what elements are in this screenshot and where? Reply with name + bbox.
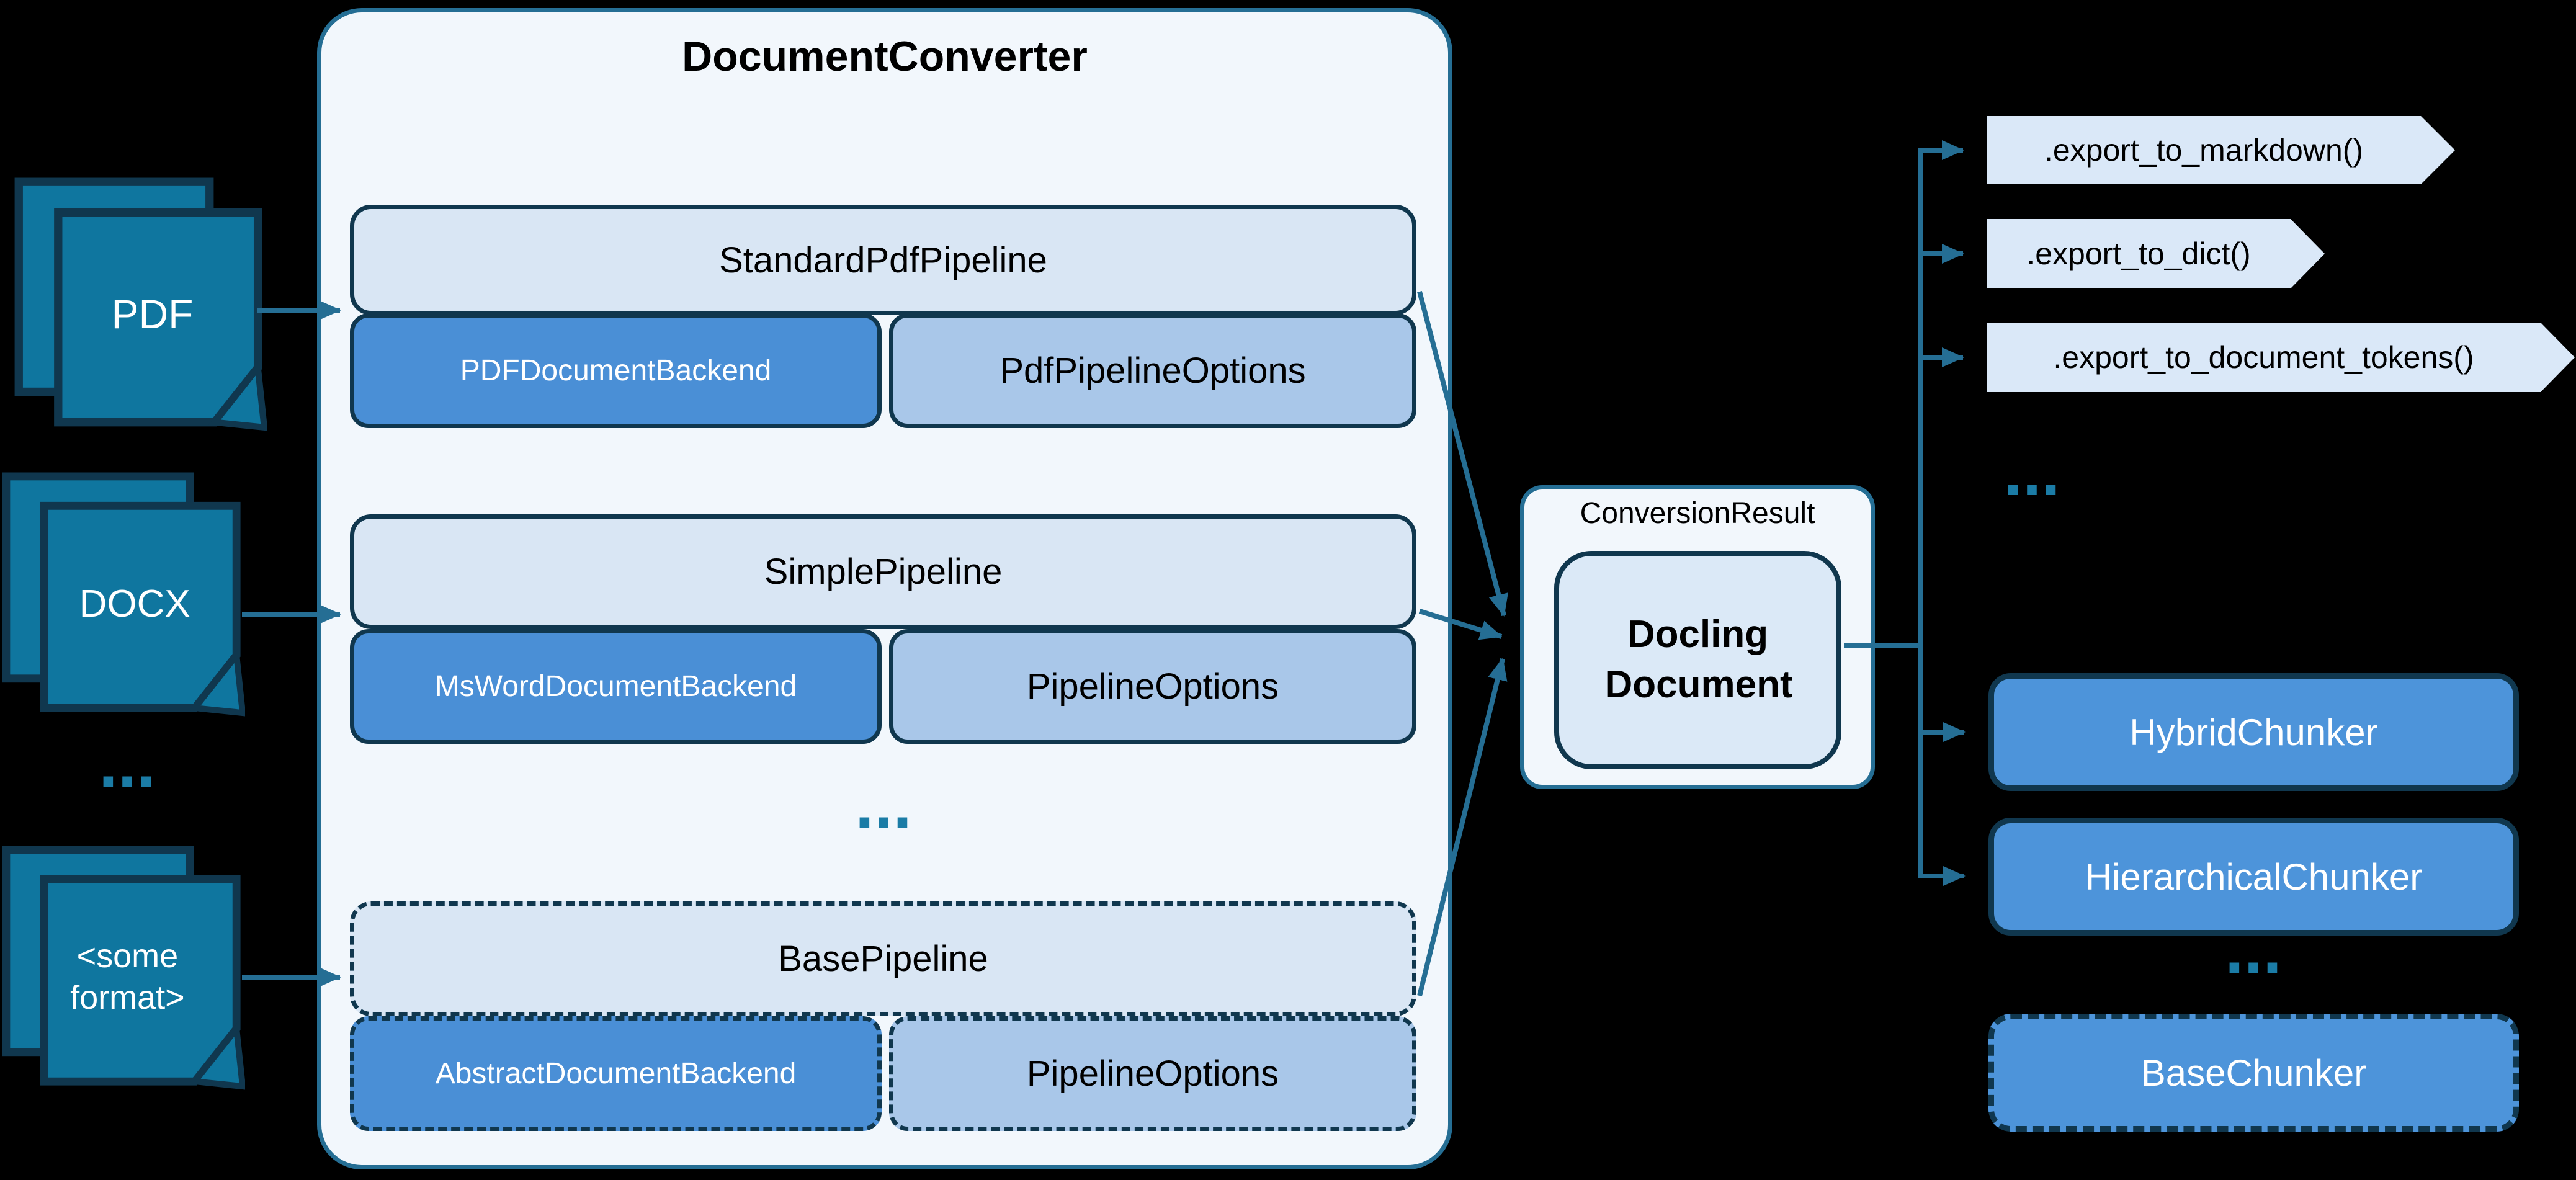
docx-label: DOCX (79, 582, 190, 625)
pdf-documents: PDF (12, 177, 267, 431)
fold-corner-icon (189, 647, 245, 717)
some-format-documents: <some format> (0, 845, 245, 1090)
chunkers-ellipsis: ... (2225, 911, 2282, 988)
some-format-label: <some format> (70, 937, 185, 1017)
document-converter-title: DocumentConverter (682, 33, 1088, 80)
export-to-markdown-shape: .export_to_markdown() (1987, 116, 2455, 184)
pdf-document-backend-box: PDFDocumentBackend (350, 313, 882, 428)
inputs-ellipsis: ... (99, 725, 156, 802)
abstract-document-backend-box: AbstractDocumentBackend (350, 1016, 882, 1131)
fold-corner-icon (208, 359, 267, 431)
some-format-document-icon (2, 846, 245, 1090)
base-chunker-box: BaseChunker (1988, 1014, 2519, 1132)
docx-documents: DOCX (0, 472, 245, 717)
msword-document-backend-box: MsWordDocumentBackend (350, 629, 882, 744)
base-pipeline-options-box: PipelineOptions (889, 1016, 1416, 1131)
pdf-label: PDF (111, 291, 194, 337)
export-to-document-tokens-shape: .export_to_document_tokens() (1987, 323, 2575, 392)
exports-ellipsis: ... (2003, 434, 2060, 510)
pipeline-options-box: PipelineOptions (889, 629, 1416, 744)
base-pipeline-box: BasePipeline (350, 901, 1416, 1016)
hybrid-chunker-box: HybridChunker (1988, 673, 2519, 791)
docx-document-icon (2, 472, 245, 717)
docling-document-box: Docling Document (1554, 551, 1841, 769)
standard-pdf-pipeline-box: StandardPdfPipeline (350, 205, 1416, 315)
conversion-result-label: ConversionResult (1580, 497, 1815, 530)
pdf-document-icon (14, 177, 267, 431)
hierarchical-chunker-box: HierarchicalChunker (1988, 818, 2519, 936)
simple-pipeline-box: SimplePipeline (350, 514, 1416, 629)
fold-corner-icon (189, 1021, 245, 1090)
export-to-dict-shape: .export_to_dict() (1987, 219, 2325, 288)
pdf-pipeline-options-box: PdfPipelineOptions (889, 313, 1416, 428)
converter-ellipsis: ... (855, 766, 912, 843)
docling-document-label: Docling Document (1604, 613, 1793, 706)
